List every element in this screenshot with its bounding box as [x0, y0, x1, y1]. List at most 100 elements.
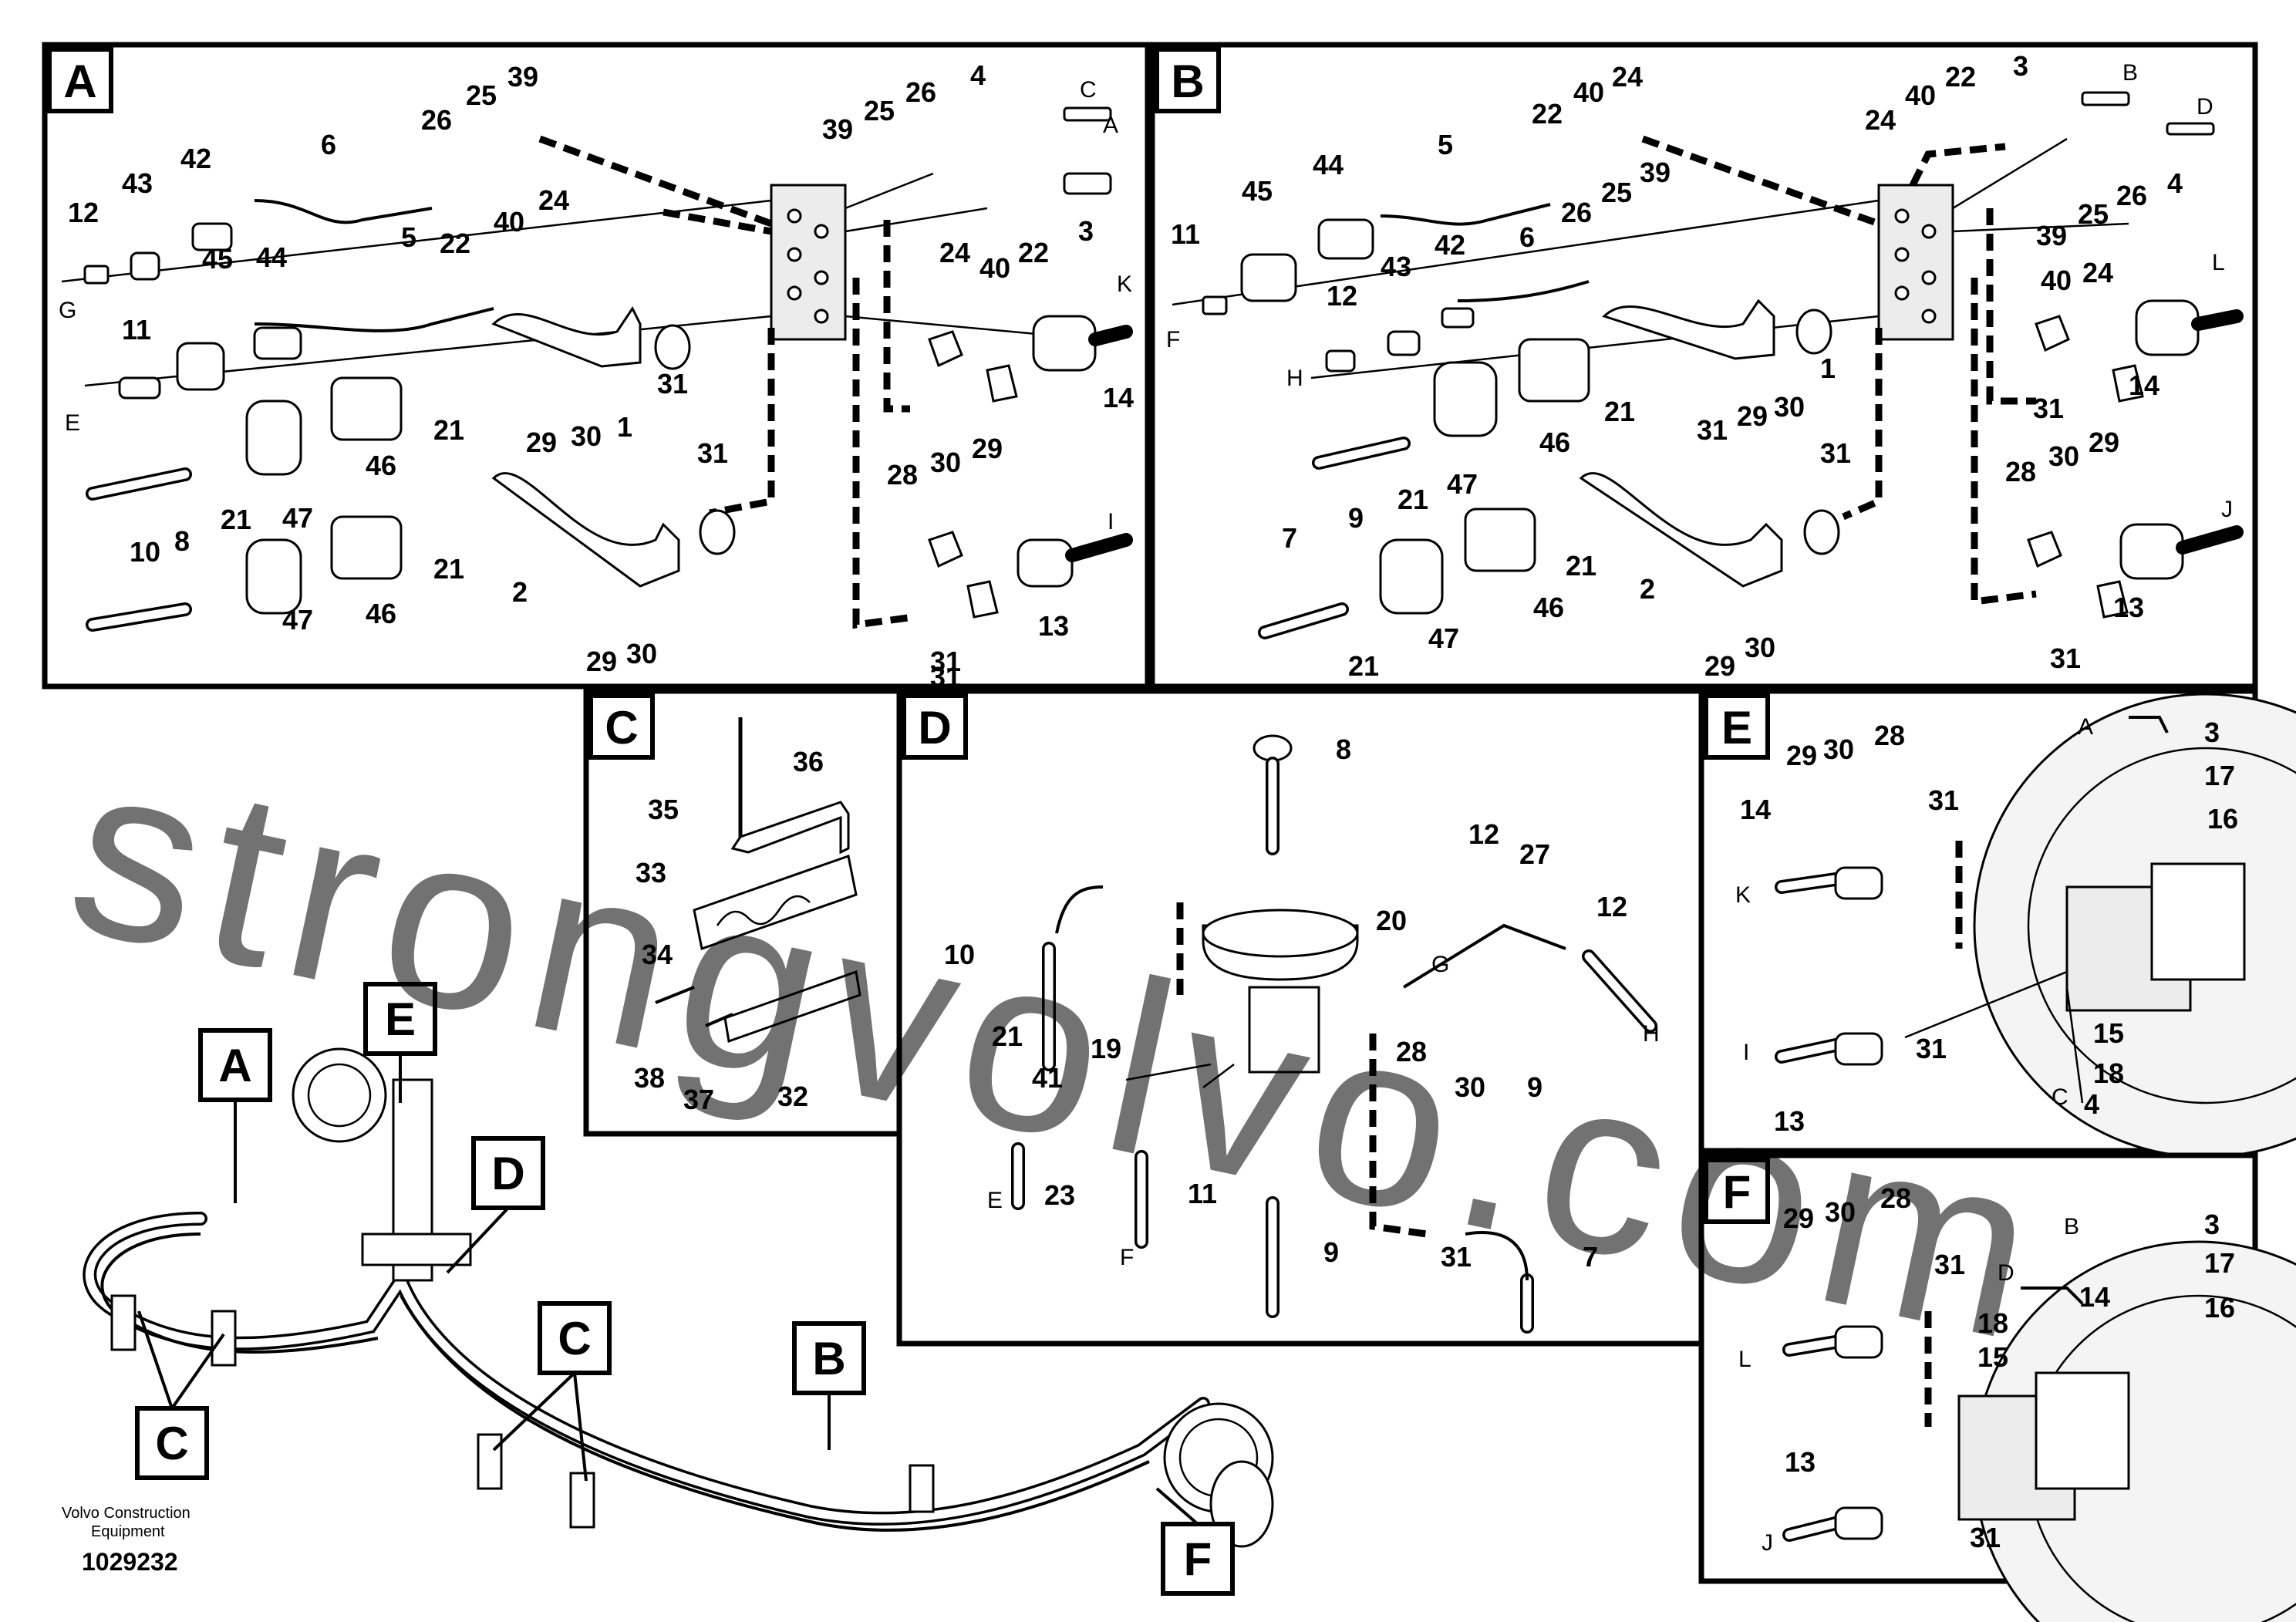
callout: 2: [512, 576, 528, 608]
connector-label: F: [1120, 1245, 1134, 1270]
callout: 45: [202, 243, 233, 275]
callout: 17: [2204, 760, 2235, 791]
callout: 31: [1916, 1033, 1947, 1064]
callout: 28: [887, 459, 918, 491]
callout: 14: [1740, 794, 1771, 825]
callout: 7: [1583, 1241, 1598, 1273]
callout: 47: [282, 502, 313, 534]
callout: 30: [1825, 1196, 1856, 1228]
callout: 31: [930, 661, 961, 693]
panel-d: D 8 10 21 41 19 23 11 20 12 27 12 28 30 …: [896, 688, 1715, 1347]
callout: 20: [1376, 905, 1407, 936]
panel-d-tag: D: [918, 702, 951, 754]
callout: 31: [1934, 1249, 1965, 1280]
callout: 18: [1977, 1307, 2008, 1339]
callout: 29: [1786, 740, 1817, 771]
callout: 3: [2013, 50, 2028, 82]
callout: 32: [777, 1081, 808, 1112]
callout: 21: [433, 414, 464, 446]
connector-label: G: [59, 298, 76, 323]
callout: 26: [421, 104, 452, 136]
connector-label: L: [2212, 250, 2225, 275]
panel-a: A: [42, 42, 1151, 693]
footer: Volvo Construction Equipment 1029232: [62, 1505, 190, 1576]
callout: 11: [122, 314, 151, 346]
callout: 15: [1977, 1341, 2008, 1373]
callout: 16: [2207, 803, 2238, 835]
panel-b-tag: B: [1171, 56, 1204, 107]
callout: 13: [1038, 610, 1069, 642]
callout: 31: [1970, 1522, 2001, 1553]
callout: 30: [1745, 632, 1775, 663]
callout: 43: [122, 167, 153, 199]
callout: 24: [1612, 61, 1643, 93]
callout: 40: [1905, 79, 1936, 111]
callout: 31: [1820, 437, 1851, 469]
callout: 30: [571, 420, 602, 452]
connector-label: J: [1762, 1530, 1773, 1556]
callout: 18: [2093, 1057, 2124, 1089]
connector-label: E: [65, 410, 80, 436]
connector-label: A: [2078, 714, 2093, 740]
callout: 26: [2116, 180, 2147, 211]
connector-label: H: [1643, 1021, 1660, 1047]
connector-label: H: [1286, 366, 1303, 391]
callout: 11: [1171, 218, 1200, 250]
connector-label: K: [1735, 882, 1751, 908]
callout: 31: [1441, 1241, 1472, 1273]
callout: 25: [864, 95, 895, 126]
panel-c: C 36 35 33 34 38 37 32: [583, 688, 902, 1137]
connector-label: B: [2122, 60, 2138, 86]
callout: 22: [1532, 98, 1563, 130]
callout: 21: [1566, 550, 1596, 582]
callout: 9: [1527, 1071, 1542, 1103]
panel-f-tag: F: [1723, 1166, 1752, 1218]
overview-tag-c-mid: C: [558, 1313, 591, 1364]
callout: 21: [433, 553, 464, 585]
panel-c-tag: C: [605, 702, 638, 754]
callout: 5: [401, 221, 416, 253]
callout: 29: [972, 433, 1003, 464]
callout: 14: [2129, 369, 2159, 401]
overview-tag-a: A: [218, 1040, 251, 1091]
callout: 31: [2033, 393, 2064, 424]
callout: 29: [1704, 650, 1735, 682]
connector-label: F: [1166, 327, 1180, 352]
connector-label: C: [2052, 1084, 2068, 1110]
callout: 7: [1282, 522, 1297, 554]
callout: 30: [1823, 733, 1854, 765]
callout: 31: [2050, 642, 2081, 674]
callout: 40: [2041, 265, 2072, 296]
callout: 21: [221, 504, 251, 535]
panel-a-manifold-block: [770, 184, 847, 341]
callout: 30: [930, 447, 961, 478]
callout: 44: [1313, 149, 1344, 180]
callout: 47: [1428, 622, 1459, 654]
callout: 38: [634, 1062, 665, 1094]
callout: 40: [494, 206, 524, 238]
callout: 29: [586, 646, 617, 677]
callout: 47: [1447, 468, 1478, 500]
overview-tag-b: B: [812, 1333, 845, 1384]
callout: 29: [1783, 1202, 1814, 1234]
callout: 37: [683, 1084, 714, 1115]
panel-e-tag: E: [1721, 702, 1752, 754]
callout: 11: [1188, 1178, 1217, 1209]
callout: 9: [1348, 502, 1364, 534]
overview-routing: A E D C C B F: [83, 982, 1274, 1596]
callout: 44: [256, 241, 287, 273]
connector-label: D: [2197, 94, 2213, 120]
overview-tag-e: E: [385, 993, 416, 1045]
callout: 31: [1697, 414, 1728, 446]
callout: 23: [1044, 1179, 1075, 1211]
brand-line-2: Equipment: [91, 1523, 165, 1540]
callout: 13: [2113, 592, 2144, 623]
callout: 21: [1604, 396, 1635, 427]
callout: 12: [68, 197, 99, 228]
callout: 28: [1880, 1182, 1911, 1214]
overview-tag-d: D: [491, 1148, 524, 1199]
callout: 39: [1640, 157, 1671, 188]
callout: 13: [1774, 1105, 1805, 1137]
callout: 29: [2089, 427, 2119, 458]
callout: 31: [657, 368, 688, 400]
